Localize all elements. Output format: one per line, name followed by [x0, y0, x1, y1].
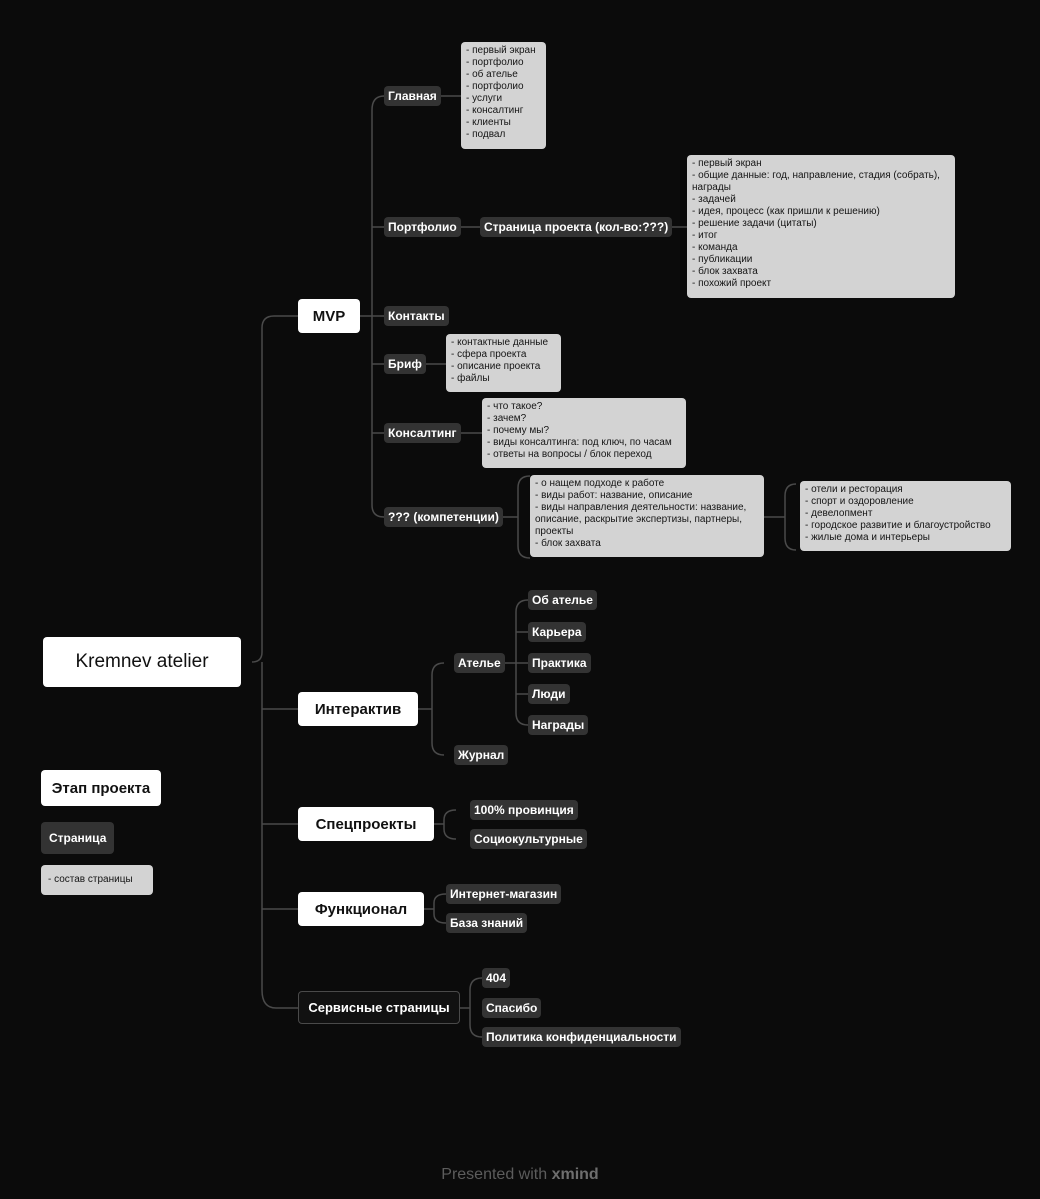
root-node[interactable]: Kremnev atelier	[43, 637, 241, 687]
content-home: - первый экран- портфолио- об ателье- по…	[461, 42, 546, 149]
connector-root	[251, 315, 298, 663]
page-practice[interactable]: Практика	[528, 653, 591, 673]
page-privacy[interactable]: Политика конфиденциальности	[482, 1027, 681, 1047]
xmind-logo: xmind	[551, 1166, 599, 1183]
page-thanks[interactable]: Спасибо	[482, 998, 542, 1018]
page-about-atelier[interactable]: Об ателье	[528, 590, 597, 610]
page-competencies[interactable]: ??? (компетенции)	[384, 507, 503, 527]
page-consulting[interactable]: Консалтинг	[384, 423, 461, 443]
page-sociocultural[interactable]: Социокультурные	[470, 829, 587, 849]
page-knowledge-base[interactable]: База знаний	[446, 913, 528, 933]
stage-service[interactable]: Сервисные страницы	[298, 991, 460, 1024]
page-shop[interactable]: Интернет-магазин	[446, 884, 562, 904]
stage-interactive[interactable]: Интерактив	[298, 692, 418, 726]
page-atelier[interactable]: Ателье	[454, 653, 505, 673]
page-province[interactable]: 100% провинция	[470, 800, 578, 820]
connector-mvp	[360, 95, 385, 518]
legend-content: - состав страницы	[41, 865, 153, 895]
content-brief: - контактные данные- сфера проекта- опис…	[446, 334, 561, 392]
page-people[interactable]: Люди	[528, 684, 570, 704]
content-directions: - отели и ресторация- спорт и оздоровлен…	[800, 481, 1011, 551]
page-journal[interactable]: Журнал	[454, 745, 509, 765]
page-home[interactable]: Главная	[384, 86, 441, 106]
page-awards[interactable]: Награды	[528, 715, 589, 735]
content-competencies: - о нащем подходе к работе- виды работ: …	[530, 475, 764, 557]
content-consulting: - что такое?- зачем?- почему мы?- виды к…	[482, 398, 686, 468]
stage-mvp[interactable]: MVP	[298, 299, 360, 333]
page-portfolio[interactable]: Портфолио	[384, 217, 461, 237]
legend-stage: Этап проекта	[41, 770, 161, 806]
stage-functional[interactable]: Функционал	[298, 892, 424, 926]
footer-prefix: Presented with	[441, 1166, 548, 1183]
page-career[interactable]: Карьера	[528, 622, 586, 642]
connector-interactive	[418, 662, 445, 756]
footer-credit: Presented with xmind	[0, 1166, 1040, 1184]
page-contacts[interactable]: Контакты	[384, 306, 449, 326]
page-brief[interactable]: Бриф	[384, 354, 426, 374]
page-project[interactable]: Страница проекта (кол-во:???)	[480, 217, 673, 237]
stage-special[interactable]: Спецпроекты	[298, 807, 434, 841]
legend-page: Страница	[41, 822, 115, 854]
page-404[interactable]: 404	[482, 968, 511, 988]
content-project: - первый экран- общие данные: год, напра…	[687, 155, 955, 298]
